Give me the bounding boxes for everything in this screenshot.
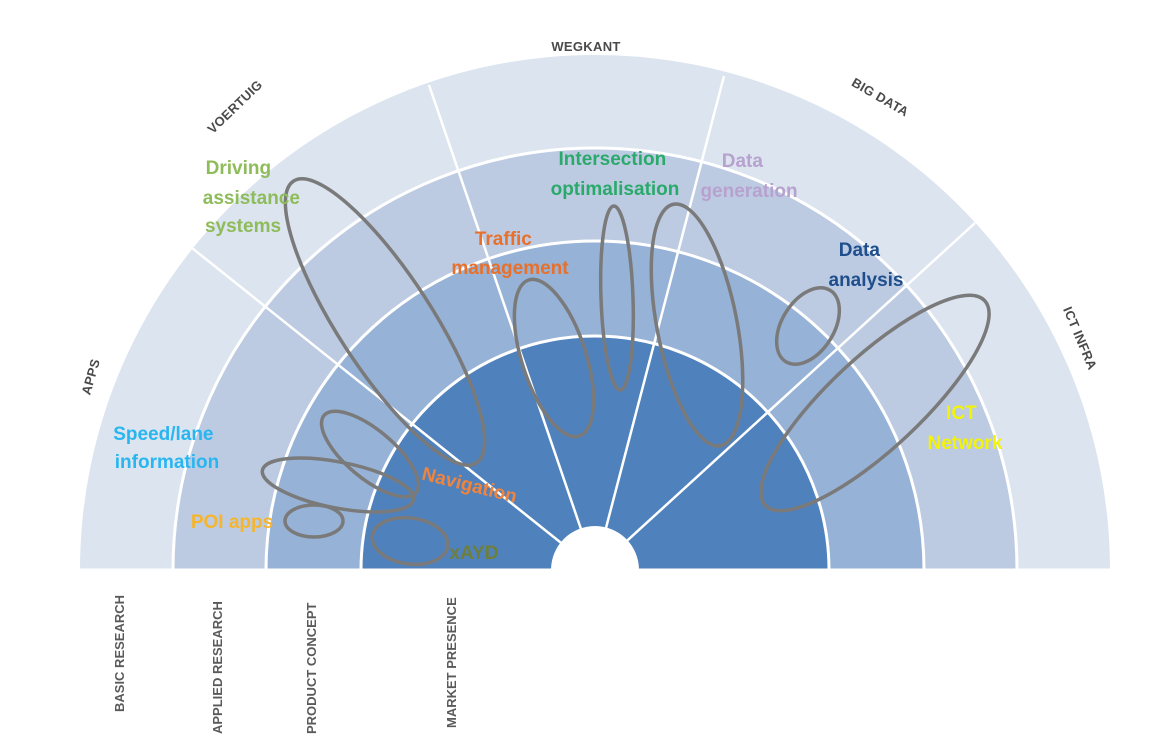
center-hub: [551, 526, 639, 570]
tech-label-driving-assistance: Driving assistance systems: [203, 158, 305, 237]
tech-label-traffic-management: Traffic management: [451, 229, 569, 279]
tech-label-speed-lane: Speed/lane information: [113, 424, 219, 473]
ring-label-basic-research: BASIC RESEARCH: [112, 595, 127, 712]
tech-label-intersection: Intersection optimalisation: [551, 149, 680, 200]
sector-label-voertuig: VOERTUIG: [204, 77, 265, 137]
ring-label-product-concept: PRODUCT CONCEPT: [304, 602, 319, 734]
tech-label-poi-apps: POI apps: [191, 512, 273, 533]
blob-traffic-management: [512, 277, 596, 439]
ring-bands: [80, 55, 1110, 570]
ring-label-applied-research: APPLIED RESEARCH: [210, 601, 225, 734]
blob-xayd: [370, 515, 450, 567]
blob-speed-lane: [319, 409, 421, 499]
technology-blobs: [260, 177, 991, 567]
blob-driving-assistance: [283, 177, 487, 467]
sector-label-bigdata: BIG DATA: [849, 75, 912, 120]
ring-band-market-presence: [361, 336, 829, 570]
tech-label-data-analysis: Data analysis: [829, 240, 904, 291]
sector-label-wegkant: WEGKANT: [551, 39, 620, 54]
tech-label-xayd: xAYD: [450, 543, 499, 564]
blob-data-analysis: [774, 286, 842, 366]
ring-label-market-presence: MARKET PRESENCE: [444, 597, 459, 728]
tech-label-data-generation: Data generation: [700, 151, 797, 202]
blob-intersection: [598, 204, 636, 392]
blob-ict-network: [759, 293, 991, 513]
blob-data-generation: [649, 202, 745, 448]
blob-poi-apps: [283, 503, 345, 539]
ring-labels: BASIC RESEARCH APPLIED RESEARCH PRODUCT …: [112, 595, 459, 734]
sector-label-apps: APPS: [78, 357, 103, 396]
tech-label-ict-network: ICT Network: [928, 403, 1003, 454]
